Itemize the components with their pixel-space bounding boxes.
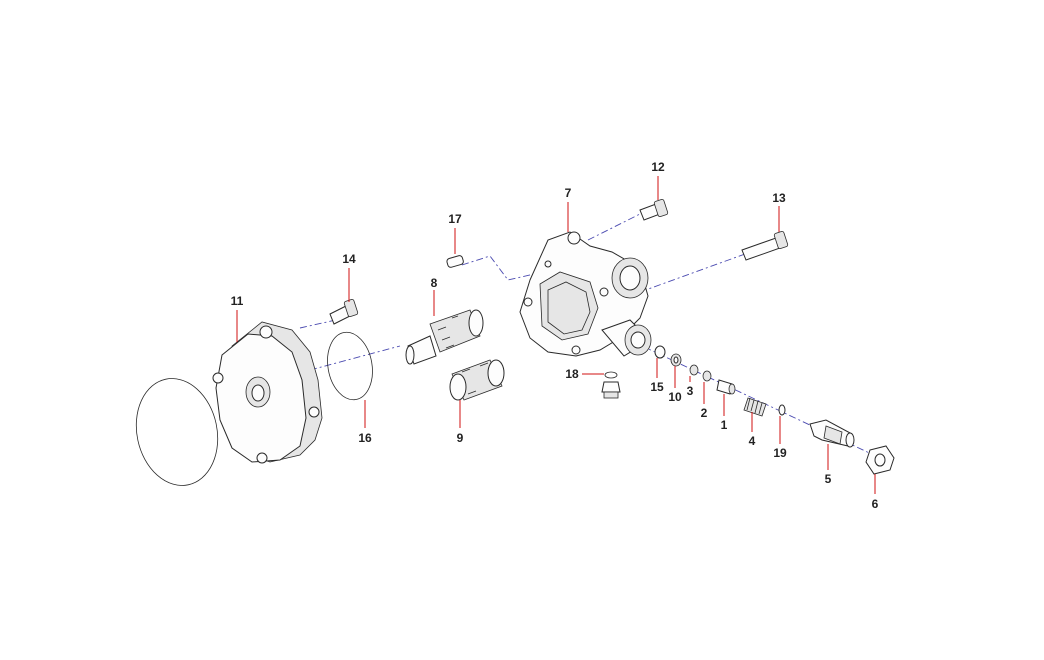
gasket-large [135, 378, 219, 486]
callout-11: 11 [231, 294, 244, 308]
adjuster-5 [809, 419, 855, 448]
callout-18: 18 [565, 367, 579, 381]
drive-gear-8 [405, 309, 484, 365]
o-ring-15 [654, 345, 666, 359]
callout-labels: 11 14 16 17 8 9 7 12 13 18 15 10 3 2 1 4… [231, 160, 879, 511]
callout-10: 10 [668, 390, 682, 404]
callout-12: 12 [651, 160, 665, 174]
pump-body-7 [519, 231, 652, 357]
gasket-16 [327, 331, 373, 401]
callout-6: 6 [872, 497, 879, 511]
plug-18 [601, 371, 621, 399]
washer-2 [702, 370, 712, 382]
spring-4 [743, 397, 767, 417]
dowel-17 [446, 255, 464, 268]
callout-15: 15 [650, 380, 664, 394]
callout-17: 17 [448, 212, 462, 226]
leader-lines [236, 176, 876, 494]
callout-1: 1 [721, 418, 728, 432]
idler-gear-9 [449, 359, 505, 401]
callout-7: 7 [565, 186, 572, 200]
axis-cover-to-body [299, 317, 401, 371]
bolt-13 [741, 230, 789, 261]
axis-bolt-12 [587, 213, 641, 241]
valve-stack [654, 345, 895, 475]
callout-4: 4 [749, 434, 756, 448]
lock-nut-6 [865, 445, 895, 475]
callout-19: 19 [773, 446, 787, 460]
callout-14: 14 [342, 252, 356, 266]
callout-3: 3 [687, 384, 694, 398]
bolt-12 [639, 198, 669, 221]
axis-dowel-to-body [461, 255, 553, 281]
callout-2: 2 [701, 406, 708, 420]
valve-seat-1 [716, 379, 736, 395]
callout-5: 5 [825, 472, 832, 486]
callout-13: 13 [772, 191, 786, 205]
callout-8: 8 [431, 276, 438, 290]
axis-bolt-13 [639, 253, 746, 293]
end-cover-part [212, 321, 323, 464]
callout-9: 9 [457, 431, 464, 445]
washer-3 [689, 364, 699, 376]
bolt-14 [329, 298, 359, 325]
o-ring-19 [778, 404, 786, 416]
callout-16: 16 [358, 431, 372, 445]
